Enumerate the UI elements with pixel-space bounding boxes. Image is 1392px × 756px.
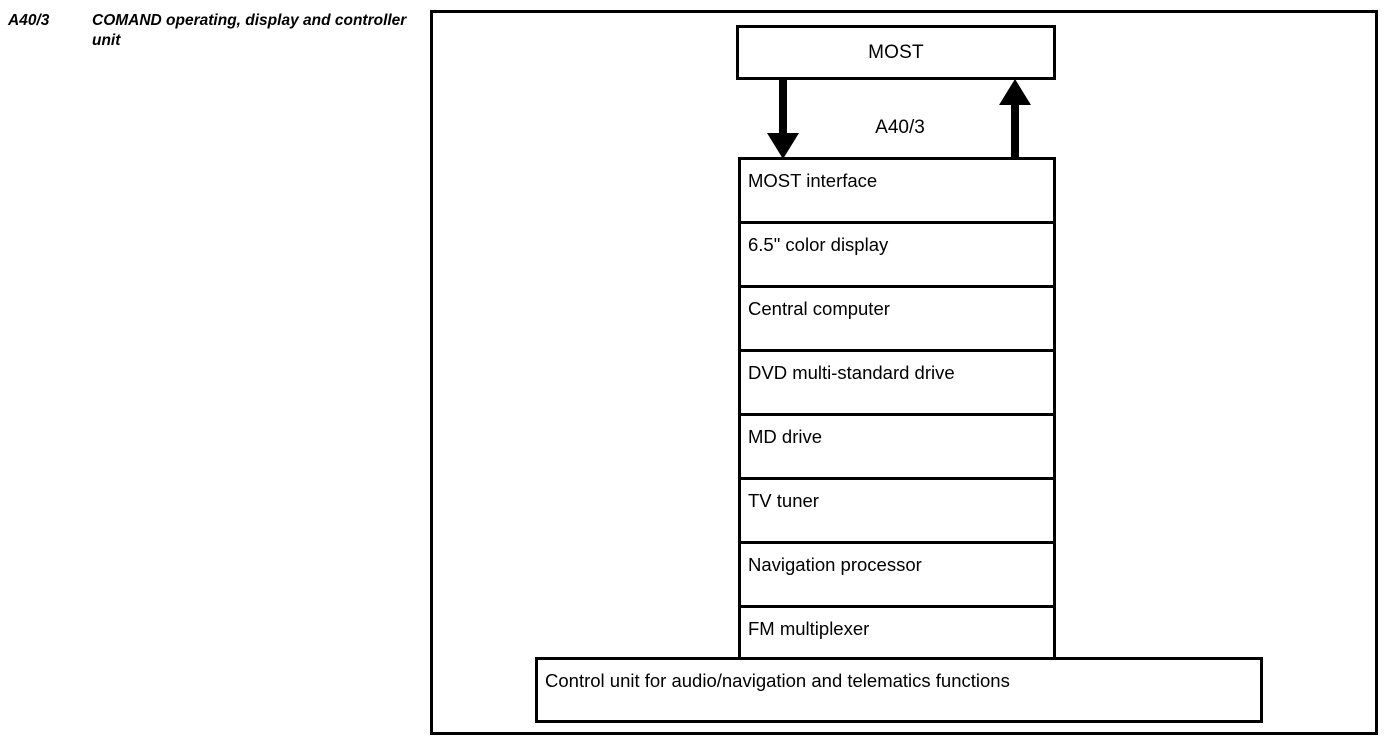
module-row: TV tuner — [738, 477, 1056, 541]
legend-entry: A40/3 COMAND operating, display and cont… — [8, 11, 418, 55]
legend: A40/3 COMAND operating, display and cont… — [8, 11, 418, 55]
module-label: 6.5" color display — [748, 234, 889, 255]
module-label: DVD multi-standard drive — [748, 362, 955, 383]
module-row: 6.5" color display — [738, 221, 1056, 285]
module-row: Central computer — [738, 285, 1056, 349]
arrow-down-icon — [763, 77, 803, 161]
module-stack: MOST interface 6.5" color display Centra… — [738, 157, 1056, 669]
diagram-frame: MOST A40/3 MOST interface 6.5" color dis… — [430, 10, 1378, 735]
module-label: MOST interface — [748, 170, 878, 191]
legend-entry-code: A40/3 — [8, 12, 50, 29]
connection-label: A40/3 — [875, 117, 925, 138]
legend-entry-description: COMAND operating, display and controller… — [92, 12, 407, 49]
module-label: Navigation processor — [748, 554, 922, 575]
most-bus-box: MOST — [736, 25, 1056, 80]
module-label: TV tuner — [748, 490, 819, 511]
control-unit-box: Control unit for audio/navigation and te… — [535, 657, 1263, 723]
module-row: DVD multi-standard drive — [738, 349, 1056, 413]
module-label: Central computer — [748, 298, 890, 319]
module-row: MD drive — [738, 413, 1056, 477]
most-bus-label: MOST — [868, 41, 924, 63]
module-row: MOST interface — [738, 157, 1056, 221]
arrow-up-icon — [995, 75, 1035, 161]
module-label: FM multiplexer — [748, 618, 870, 639]
module-label: MD drive — [748, 426, 823, 447]
control-unit-label: Control unit for audio/navigation and te… — [545, 670, 1010, 691]
module-row: Navigation processor — [738, 541, 1056, 605]
